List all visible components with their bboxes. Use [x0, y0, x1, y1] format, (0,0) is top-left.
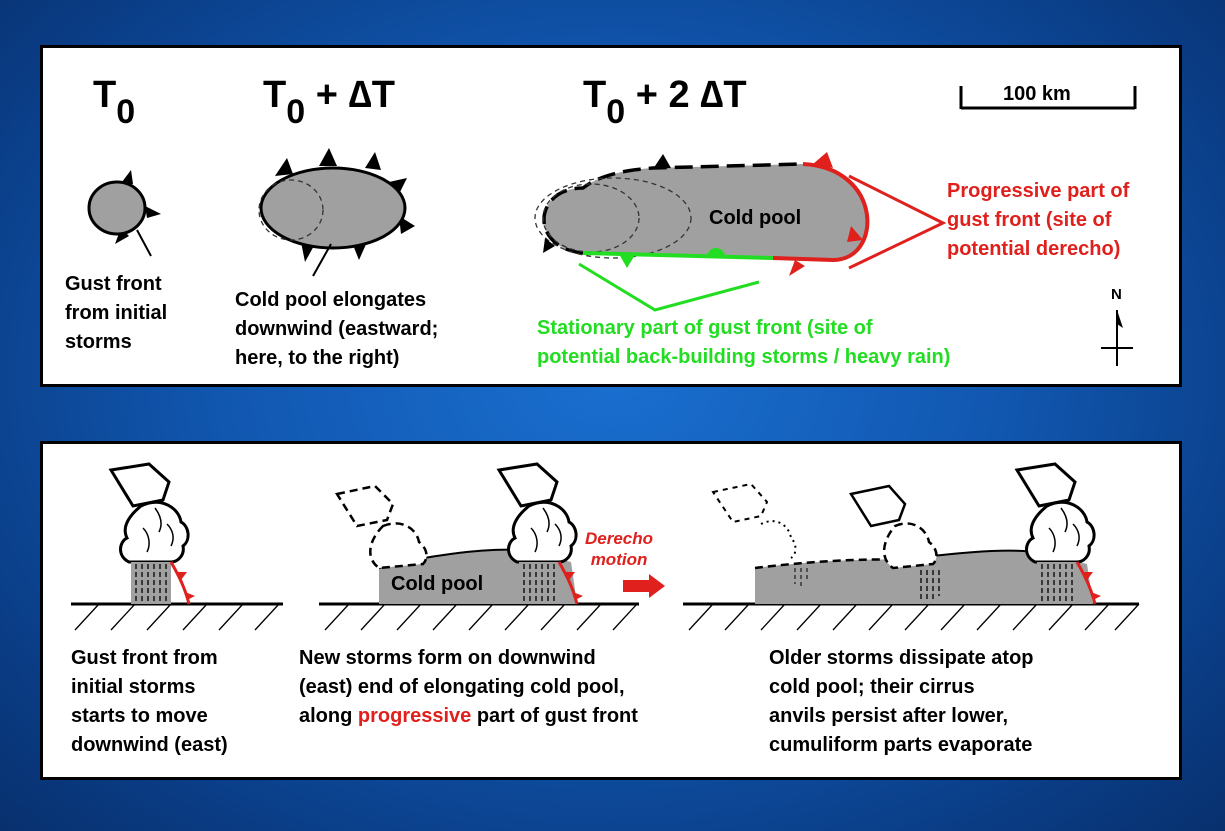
stage1-storm	[109, 462, 197, 606]
elongating-cold-pool	[258, 148, 415, 277]
title-t0-plus-2dt: T0 + 2 ∆T	[583, 74, 747, 131]
title-t0-plus-dt: T0 + ∆T	[263, 74, 395, 131]
bottom-cold-pool-label: Cold pool	[391, 573, 484, 595]
scale-bar	[959, 86, 1137, 110]
top-diagram	[87, 86, 1137, 366]
mature-cold-pool	[534, 152, 947, 312]
caption-stage2: New storms form on downwind (east) end o…	[299, 647, 638, 727]
title-t0: T0	[93, 74, 136, 131]
ground-hatching	[74, 603, 1140, 631]
scale-label: 100 km	[1003, 83, 1071, 105]
top-cold-pool-label: Cold pool	[709, 207, 802, 229]
progressive-highlight: progressive	[357, 705, 472, 727]
top-panel: T0 T0 + ∆T T0 + 2 ∆T 100 km N Cold pool …	[40, 45, 1182, 387]
caption-stage3: Older storms dissipate atop cold pool; t…	[769, 647, 1034, 756]
initial-cold-pool	[87, 170, 161, 257]
north-label: N	[1111, 286, 1122, 303]
derecho-motion-label: Derecho motion	[585, 529, 654, 569]
bottom-diagram	[71, 462, 1140, 631]
gust-front-label: Gust front from initial storms	[65, 273, 168, 353]
stationary-label: Stationary part of gust front (site of p…	[537, 317, 951, 368]
caption-stage1: Gust front from initial storms starts to…	[71, 647, 228, 756]
progressive-label: Progressive part of gust front (site of …	[947, 180, 1130, 260]
derecho-arrow	[623, 574, 665, 598]
elongates-label: Cold pool elongates downwind (eastward; …	[235, 289, 439, 369]
bottom-panel: Cold pool Derecho motion Gust front from…	[40, 441, 1182, 780]
north-arrow	[1101, 310, 1133, 366]
stage3-cold-pool	[711, 482, 1093, 604]
